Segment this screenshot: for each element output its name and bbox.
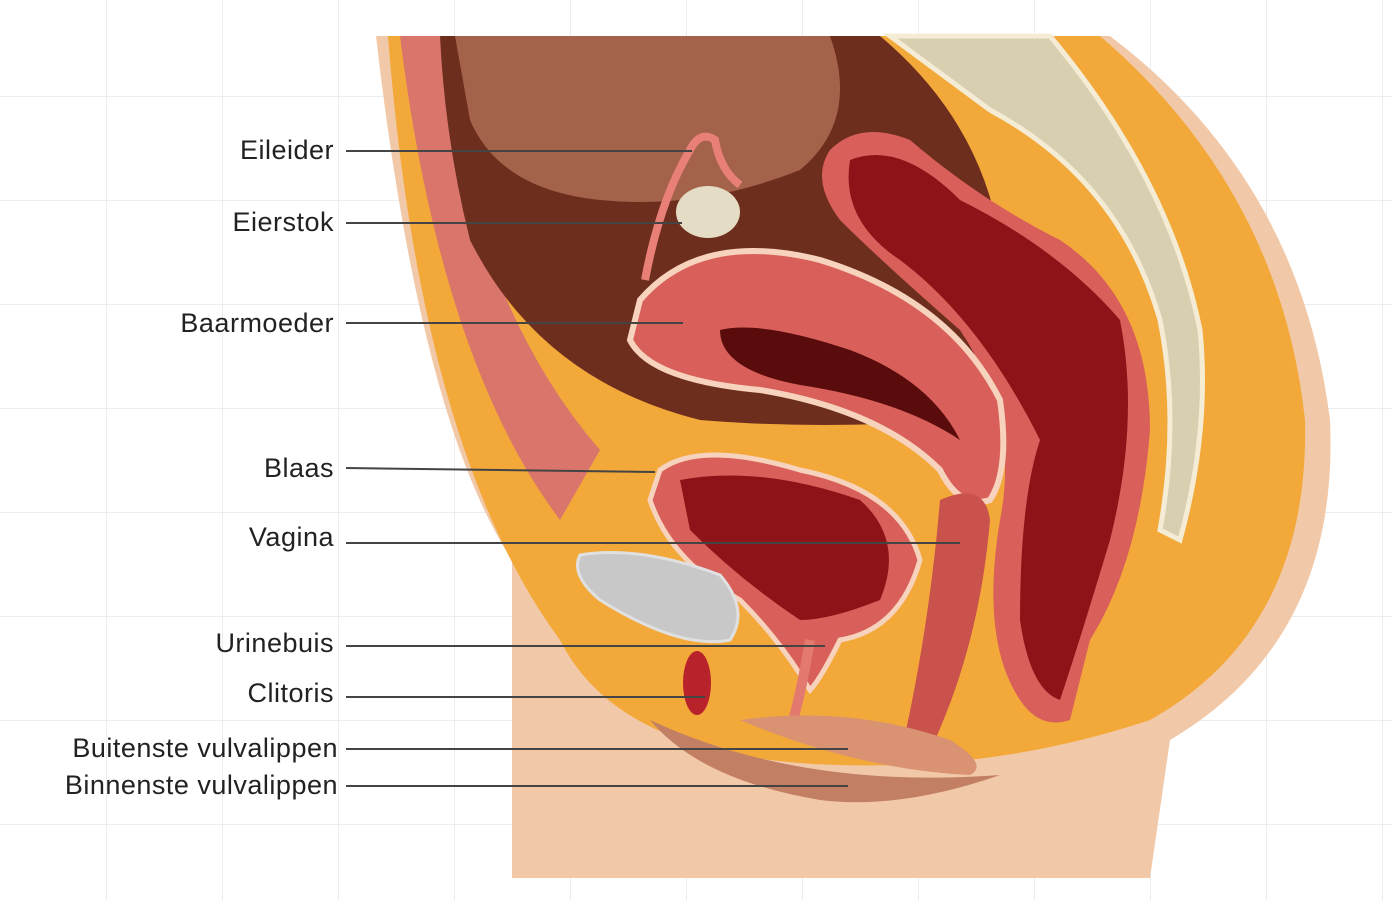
pubic-bone [576,551,740,644]
bladder-interior [680,475,889,620]
leader-lines [345,150,960,787]
label-buitenste-vulvalippen: Buitenste vulvalippen [72,733,338,763]
label-clitoris: Clitoris [247,678,334,708]
ovary [676,186,740,238]
clitoris [683,651,711,715]
abdominal-muscle [400,36,600,520]
uterus-cavity [720,327,960,440]
label-eileider: Eileider [239,135,334,165]
vagina [905,493,990,740]
spine [882,33,1205,544]
label-eierstok: Eierstok [232,207,334,237]
label-blaas: Blaas [263,453,334,483]
label-urinebuis: Urinebuis [215,628,334,658]
labia [740,715,977,775]
leader-line-blaas [345,467,656,473]
label-baarmoeder: Baarmoeder [180,308,334,338]
label-vagina: Vagina [248,522,334,552]
perineum-skin [650,720,1000,803]
label-binnenste-vulvalippen: Binnenste vulvalippen [64,770,338,800]
intestine-mass [455,36,840,202]
rectum-interior [848,155,1128,700]
fallopian-tube [641,132,743,281]
